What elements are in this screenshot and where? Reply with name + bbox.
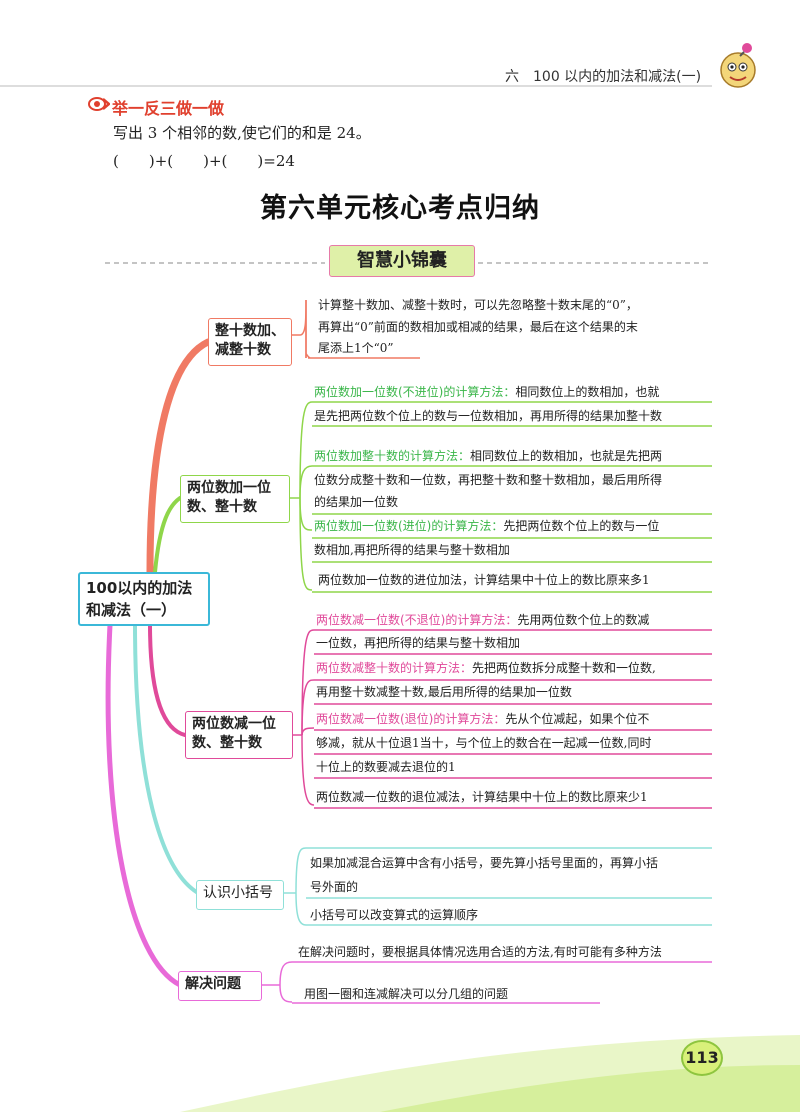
leaf-body: 先把两位数拆分成整十数和一位数, <box>472 661 656 675</box>
leaf-body: 两位数减一位数的退位减法，计算结果中十位上的数比原来少1 <box>316 790 648 804</box>
section-banner: 智慧小锦囊 <box>329 245 475 277</box>
leaf-text: 在解决问题时，要根据具体情况选用合适的方法,有时可能有多种方法 <box>298 940 662 964</box>
leaf-body: 数相加,再把所得的结果与整十数相加 <box>314 543 510 557</box>
branch-node-5: 解决问题 <box>178 971 262 1001</box>
leaf-text: 如果加减混合运算中含有小括号，要先算小括号里面的，再算小括 <box>310 851 658 875</box>
root-label-line1: 100以内的加法 <box>86 579 193 597</box>
branch-1-line1: 整十数加、 <box>215 323 285 339</box>
branch-node-3: 两位数减一位 数、整十数 <box>185 711 293 759</box>
leaf-text: 十位上的数要减去退位的1 <box>316 755 456 779</box>
leaf-text: 够减，就从十位退1当十，与个位上的数合在一起减一位数,同时 <box>316 731 651 755</box>
leaf-body: 小括号可以改变算式的运算顺序 <box>310 908 479 922</box>
branch-2-line2: 数、整十数 <box>187 499 257 515</box>
exercise-prompt: 写出 3 个相邻的数,使它们的和是 24。 <box>113 124 371 142</box>
leaf-highlight: 两位数加整十数的计算方法： <box>314 449 471 463</box>
leaf-text: 两位数加一位数(不进位)的计算方法：相同数位上的数相加，也就 <box>314 380 659 404</box>
leaf-body: 先用两位数个位上的数减 <box>517 613 650 627</box>
leaf-body: 尾添上1个“0” <box>318 341 394 355</box>
eye-arrow-icon <box>88 95 111 113</box>
branch-4-line1: 认识小括号 <box>203 885 273 901</box>
leaf-body: 先把两位数个位上的数与一位 <box>503 519 660 533</box>
leaf-body: 位数分成整十数和一位数，再把整十数和整十数相加，最后用所得 <box>314 473 663 487</box>
leaf-text: 小括号可以改变算式的运算顺序 <box>310 903 478 927</box>
leaf-body: 相同数位上的数相加，也就是先把两 <box>470 449 663 463</box>
leaf-text: 两位数加一位数的进位加法，计算结果中十位上的数比原来多1 <box>318 568 650 592</box>
mascot-icon <box>716 40 760 90</box>
leaf-text: 两位数加整十数的计算方法：相同数位上的数相加，也就是先把两 <box>314 444 662 468</box>
branch-3-line1: 两位数减一位 <box>192 716 276 732</box>
leaf-body: 够减，就从十位退1当十，与个位上的数合在一起减一位数,同时 <box>316 736 652 750</box>
leaf-body: 如果加减混合运算中含有小括号，要先算小括号里面的，再算小括 <box>310 856 659 870</box>
leaf-highlight: 两位数减一位数(不退位)的计算方法： <box>316 613 518 627</box>
leaf-body: 用图一圈和连减解决可以分几组的问题 <box>304 987 509 1001</box>
branch-node-1: 整十数加、 减整十数 <box>208 318 292 366</box>
branch-1-line2: 减整十数 <box>215 342 271 358</box>
leaf-text: 的结果加一位数 <box>314 490 398 514</box>
leaf-text: 两位数减一位数(不退位)的计算方法：先用两位数个位上的数减 <box>316 608 649 632</box>
leaf-body: 先从个位减起，如果个位不 <box>505 712 650 726</box>
leaf-body: 号外面的 <box>310 880 359 894</box>
branch-2-line1: 两位数加一位 <box>187 480 271 496</box>
exercise-formula: ( )+( )+( )=24 <box>113 152 295 170</box>
leaf-body: 再用整十数减整十数,最后用所得的结果加一位数 <box>316 685 572 699</box>
leaf-text: 两位数减整十数的计算方法：先把两位数拆分成整十数和一位数, <box>316 656 656 680</box>
leaf-body: 是先把两位数个位上的数与一位数相加，再用所得的结果加整十数 <box>314 409 663 423</box>
branch-5-line1: 解决问题 <box>185 976 241 992</box>
leaf-highlight: 两位数减整十数的计算方法： <box>316 661 473 675</box>
leaf-body: 一位数，再把所得的结果与整十数相加 <box>316 636 521 650</box>
exercise-title: 举一反三做一做 <box>112 99 225 118</box>
leaf-body: 相同数位上的数相加，也就 <box>515 385 660 399</box>
leaf-text: 再算出“0”前面的数相加或相减的结果，最后在这个结果的末 <box>318 315 638 339</box>
branch-node-4: 认识小括号 <box>196 880 284 910</box>
leaf-body: 两位数加一位数的进位加法，计算结果中十位上的数比原来多1 <box>318 573 650 587</box>
leaf-text: 位数分成整十数和一位数，再把整十数和整十数相加，最后用所得 <box>314 468 662 492</box>
page-title: 第六单元核心考点归纳 <box>260 193 540 224</box>
leaf-text: 尾添上1个“0” <box>318 336 394 360</box>
leaf-text: 是先把两位数个位上的数与一位数相加，再用所得的结果加整十数 <box>314 404 662 428</box>
chapter-header: 六 100 以内的加法和减法(一) <box>505 69 702 85</box>
mindmap-root: 100以内的加法 和减法（一） <box>78 572 210 626</box>
leaf-text: 一位数，再把所得的结果与整十数相加 <box>316 631 520 655</box>
leaf-text: 数相加,再把所得的结果与整十数相加 <box>314 538 510 562</box>
leaf-highlight: 两位数加一位数(不进位)的计算方法： <box>314 385 516 399</box>
leaf-body: 计算整十数加、减整十数时，可以先忽略整十数末尾的“0”， <box>318 298 638 312</box>
leaf-body: 十位上的数要减去退位的1 <box>316 760 456 774</box>
leaf-highlight: 两位数减一位数(退位)的计算方法： <box>316 712 506 726</box>
page-number: 113 <box>681 1040 723 1076</box>
leaf-body: 的结果加一位数 <box>314 495 399 509</box>
leaf-text: 两位数加一位数(进位)的计算方法：先把两位数个位上的数与一位 <box>314 514 659 538</box>
root-label-line2: 和减法（一） <box>86 601 177 619</box>
branch-node-2: 两位数加一位 数、整十数 <box>180 475 290 523</box>
leaf-text: 两位数减一位数的退位减法，计算结果中十位上的数比原来少1 <box>316 785 648 809</box>
leaf-text: 号外面的 <box>310 875 358 899</box>
leaf-body: 再算出“0”前面的数相加或相减的结果，最后在这个结果的末 <box>318 320 638 334</box>
leaf-highlight: 两位数加一位数(进位)的计算方法： <box>314 519 504 533</box>
branch-3-line2: 数、整十数 <box>192 735 262 751</box>
leaf-text: 再用整十数减整十数,最后用所得的结果加一位数 <box>316 680 572 704</box>
leaf-text: 用图一圈和连减解决可以分几组的问题 <box>304 982 508 1006</box>
leaf-text: 计算整十数加、减整十数时，可以先忽略整十数末尾的“0”， <box>318 293 638 317</box>
leaf-text: 两位数减一位数(退位)的计算方法：先从个位减起，如果个位不 <box>316 707 649 731</box>
leaf-body: 在解决问题时，要根据具体情况选用合适的方法,有时可能有多种方法 <box>298 945 662 959</box>
